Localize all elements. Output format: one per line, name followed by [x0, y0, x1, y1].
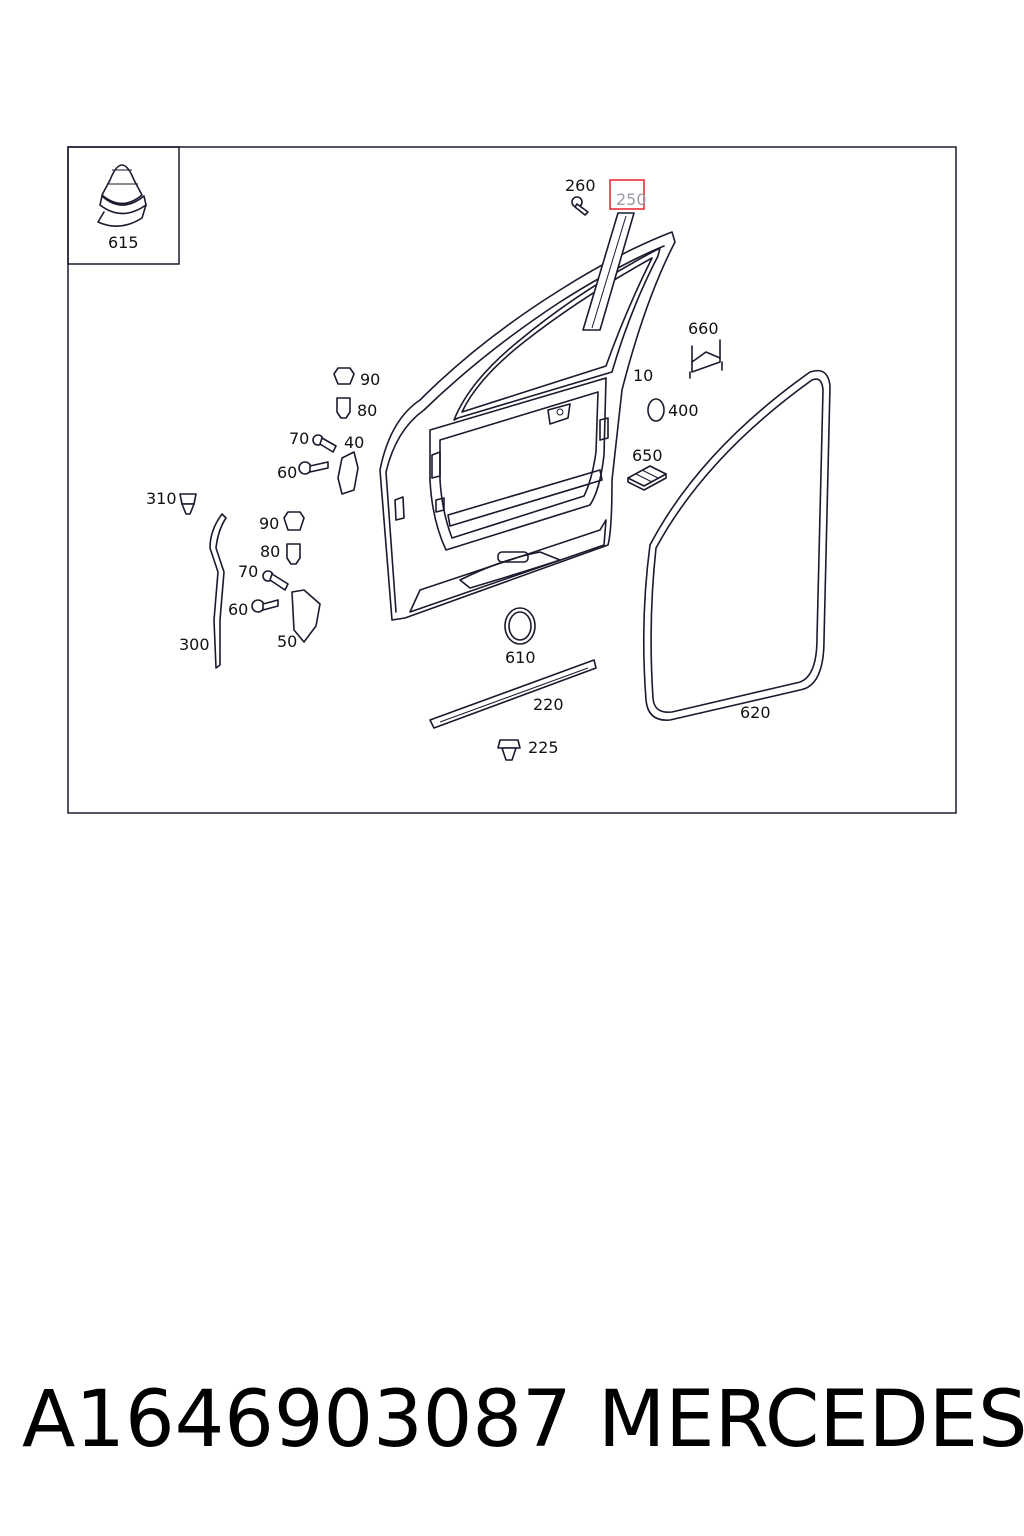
ring-610-drawing [504, 607, 536, 645]
callout-50: 50 [277, 632, 297, 651]
callout-650: 650 [632, 446, 663, 465]
callout-80-upper: 80 [357, 401, 377, 420]
diagram-frame [67, 146, 957, 814]
callout-310: 310 [146, 489, 177, 508]
callout-220: 220 [533, 695, 564, 714]
highlight-box-250 [609, 179, 645, 210]
callout-70-lower: 70 [238, 562, 258, 581]
callout-620: 620 [740, 703, 771, 722]
door-seal-620-drawing [642, 369, 831, 721]
callout-60-upper: 60 [277, 463, 297, 482]
clip-310-drawing [179, 493, 197, 515]
callout-80-lower: 80 [260, 542, 280, 561]
part-number: A1646903087 [22, 1375, 572, 1465]
callout-615: 615 [108, 233, 139, 252]
window-strip-250-drawing [582, 212, 635, 331]
inset-box-615 [67, 146, 180, 265]
parts-diagram: 615 260 250 660 10 400 90 80 70 40 60 65… [67, 146, 957, 814]
callout-660: 660 [688, 319, 719, 338]
callout-10: 10 [633, 366, 653, 385]
footer: A1646903087 MERCEDES [0, 1370, 1024, 1470]
callout-400: 400 [668, 401, 699, 420]
strip-220-drawing [429, 659, 597, 729]
callout-260: 260 [565, 176, 596, 195]
door-shell-10-drawing [379, 231, 676, 621]
seal-strip-300-drawing [209, 513, 227, 669]
callout-40: 40 [344, 433, 364, 452]
upper-hinge-hardware-drawing [298, 367, 359, 495]
callout-225: 225 [528, 738, 559, 757]
clip-225-drawing [497, 739, 521, 761]
screw-260-drawing [571, 196, 589, 216]
lower-hinge-hardware-drawing [251, 511, 321, 643]
callout-90-lower: 90 [259, 514, 279, 533]
callout-300: 300 [179, 635, 210, 654]
callout-250: 250 [616, 190, 647, 209]
callout-610: 610 [505, 648, 536, 667]
grommet-615-drawing [97, 164, 147, 227]
pad-650-drawing [627, 465, 667, 491]
brand-name: MERCEDES [598, 1375, 1024, 1465]
callout-60-lower: 60 [228, 600, 248, 619]
callout-90-upper: 90 [360, 370, 380, 389]
plug-400-drawing [647, 398, 665, 422]
callout-70-upper: 70 [289, 429, 309, 448]
bracket-660-drawing [689, 339, 723, 379]
